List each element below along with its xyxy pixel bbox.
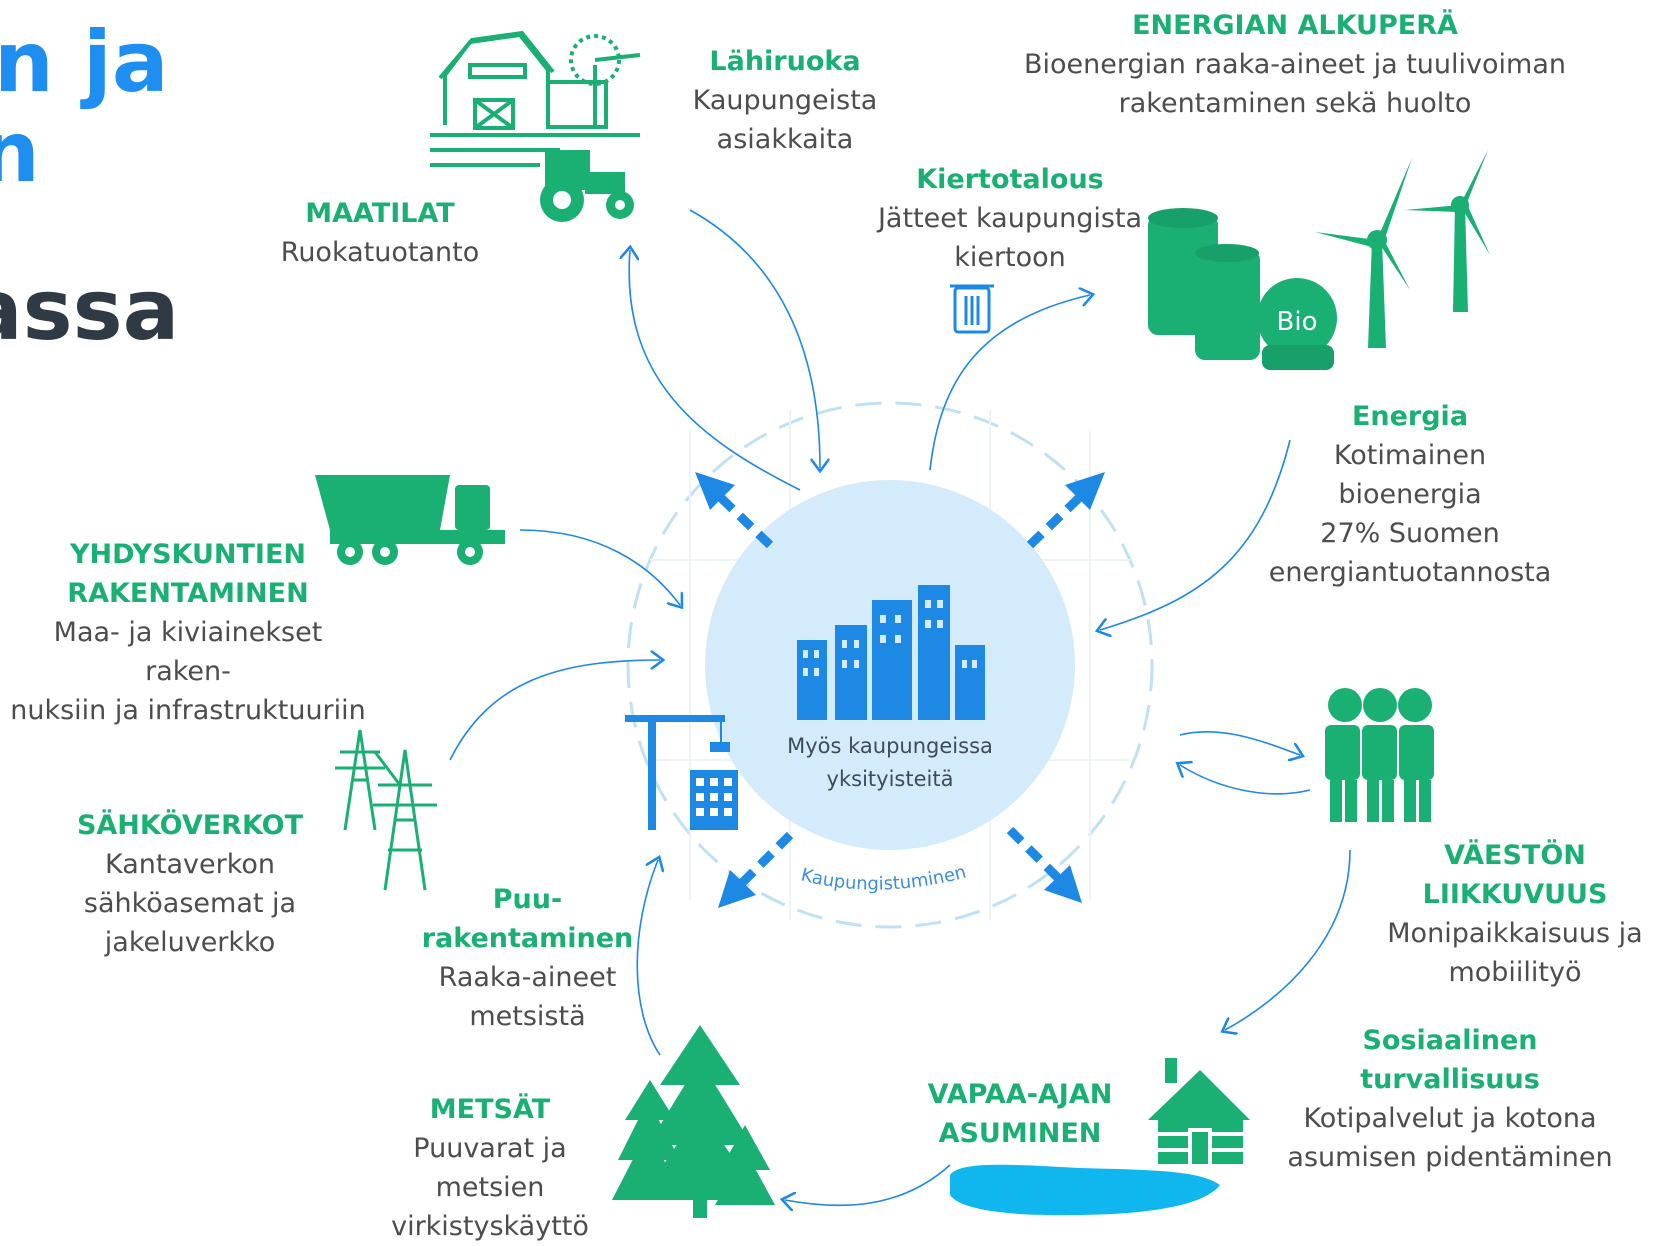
dump-truck-icon: [315, 475, 505, 565]
urbanization-arrows: [695, 472, 1105, 908]
city-skyline-icon: [797, 585, 985, 720]
lake-icon: [950, 1164, 1220, 1216]
node-heading: VÄESTÖN LIIKKUVUUS: [1422, 840, 1608, 910]
node-lahiruoka: Lähiruoka Kaupungeista asiakkaita: [680, 42, 890, 159]
power-pylon-icon: [335, 729, 437, 891]
node-heading: METSÄT: [429, 1094, 551, 1125]
spruce-trees-icon: [612, 1025, 775, 1218]
node-text: Kotipalvelut ja kotona asumisen pidentäm…: [1287, 1103, 1613, 1173]
node-heading: Sosiaalinen turvallisuus: [1360, 1025, 1540, 1095]
node-text: Monipaikkaisuus ja mobiilityö: [1387, 918, 1643, 988]
node-heading: Lähiruoka: [709, 46, 861, 77]
windmill-icon: [569, 34, 641, 128]
node-sosiaalinen: Sosiaalinen turvallisuus Kotipalvelut ja…: [1270, 1021, 1630, 1177]
node-energia: Energia Kotimainen bioenergia 27% Suomen…: [1260, 397, 1560, 592]
node-yhdyskuntien: YHDYSKUNTIEN RAKENTAMINEN Maa- ja kiviai…: [8, 535, 368, 730]
people-icon: [1325, 688, 1434, 822]
log-cabin-icon: [1148, 1058, 1250, 1164]
node-text: Bioenergian raaka-aineet ja tuulivoiman …: [1024, 49, 1566, 119]
crane-building-icon: [625, 715, 738, 830]
bio-badge: Bio: [1277, 307, 1318, 337]
urbanization-label: Kaupungistuminen: [799, 862, 968, 895]
node-text: Ruokatuotanto: [280, 237, 480, 268]
wind-turbines-icon: [1315, 150, 1490, 348]
node-text: Jätteet kaupungista kiertoon: [877, 203, 1143, 273]
node-energian-alkupera: ENERGIAN ALKUPERÄ Bioenergian raaka-aine…: [1000, 6, 1590, 123]
relation-arrows: [449, 209, 1351, 1205]
node-heading: Kiertotalous: [916, 164, 1104, 195]
node-text: Kaupungeista asiakkaita: [692, 85, 878, 155]
node-heading: SÄHKÖVERKOT: [76, 810, 304, 841]
bio-tanks-icon: Bio: [1148, 208, 1337, 370]
node-text: Kotimainen bioenergia 27% Suomen energia…: [1268, 440, 1552, 588]
node-text: Puuvarat ja metsien virkistyskäyttö: [391, 1133, 589, 1242]
node-heading: MAATILAT: [305, 198, 455, 229]
node-heading: YHDYSKUNTIEN RAKENTAMINEN: [67, 539, 309, 609]
node-vaeston-liikkuvuus: VÄESTÖN LIIKKUVUUS Monipaikkaisuus ja mo…: [1380, 836, 1650, 992]
node-sahkoverkot: SÄHKÖVERKOT Kantaverkon sähköasemat ja j…: [60, 806, 320, 962]
tractor-icon: [540, 150, 634, 222]
farm-icon: [430, 30, 640, 167]
node-maatilat: MAATILAT Ruokatuotanto: [255, 194, 505, 272]
node-text: Maa- ja kiviainekset raken- nuksiin ja i…: [10, 617, 366, 726]
title-fragment-1: n ja: [0, 13, 169, 111]
node-vapaa-ajan: VAPAA-AJAN ASUMINEN: [920, 1075, 1120, 1153]
node-kiertotalous: Kiertotalous Jätteet kaupungista kiertoo…: [870, 160, 1150, 277]
node-heading: Energia: [1351, 401, 1469, 432]
title-fragment-2: n: [0, 103, 40, 201]
node-metsat: METSÄT Puuvarat ja metsien virkistyskäyt…: [385, 1090, 595, 1246]
node-heading: ENERGIAN ALKUPERÄ: [1132, 10, 1458, 41]
trash-can-icon: [950, 284, 994, 334]
center-text: Myös kaupungeissa yksityisteitä: [787, 734, 993, 791]
node-text: Kantaverkon sähköasemat ja jakeluverkko: [83, 849, 297, 958]
node-puurakentaminen: Puu- rakentaminen Raaka-aineet metsistä: [405, 880, 650, 1036]
node-heading: Puu- rakentaminen: [421, 884, 634, 954]
node-text: Raaka-aineet metsistä: [438, 962, 617, 1032]
node-heading: VAPAA-AJAN ASUMINEN: [927, 1079, 1113, 1149]
title-fragment-3: assa: [0, 261, 180, 359]
